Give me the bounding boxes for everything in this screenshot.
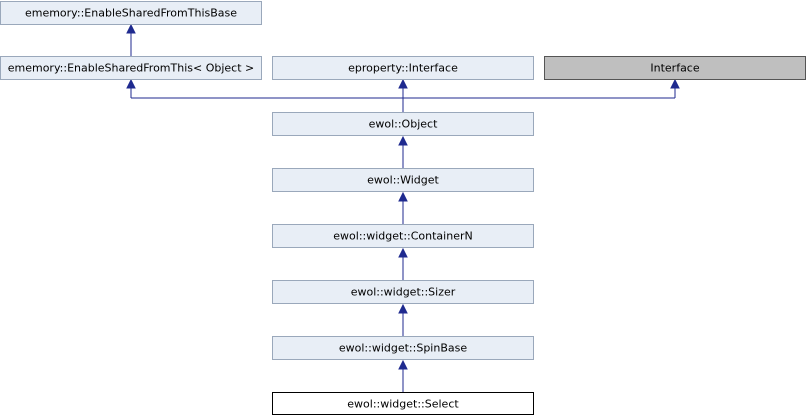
node-enable-shared-from-this-base[interactable]: ememory::EnableSharedFromThisBase: [0, 1, 262, 25]
node-spin-base[interactable]: ewol::widget::SpinBase: [272, 336, 534, 360]
node-container-n[interactable]: ewol::widget::ContainerN: [272, 224, 534, 248]
arrowhead-base: [126, 23, 136, 34]
arrowhead-enable-shared: [126, 78, 136, 89]
node-ewol-object[interactable]: ewol::Object: [272, 112, 534, 136]
node-enable-shared-from-this[interactable]: ememory::EnableSharedFromThis< Object >: [0, 56, 262, 80]
arrowhead-spinbase: [398, 359, 408, 370]
edges: [126, 23, 680, 392]
node-label: ewol::widget::Sizer: [351, 286, 456, 299]
node-eproperty-interface[interactable]: eproperty::Interface: [272, 56, 534, 80]
node-label: Interface: [650, 62, 699, 75]
node-label: eproperty::Interface: [348, 62, 458, 75]
node-label: ewol::widget::ContainerN: [333, 230, 472, 243]
node-label: ewol::Widget: [367, 174, 439, 187]
node-label: ewol::widget::Select: [347, 398, 459, 411]
node-label: ememory::EnableSharedFromThisBase: [25, 7, 237, 20]
arrowhead-widget: [398, 191, 408, 202]
arrowhead-containern: [398, 247, 408, 258]
node-label: ewol::widget::SpinBase: [339, 342, 467, 355]
arrowhead-eproperty-interface: [398, 78, 408, 89]
node-select: ewol::widget::Select: [272, 392, 534, 415]
node-interface: Interface: [544, 56, 806, 80]
node-label: ewol::Object: [369, 118, 438, 131]
node-label: ememory::EnableSharedFromThis< Object >: [8, 62, 255, 75]
node-ewol-widget[interactable]: ewol::Widget: [272, 168, 534, 192]
arrowhead-sizer: [398, 303, 408, 314]
arrowhead-object: [398, 135, 408, 146]
node-sizer[interactable]: ewol::widget::Sizer: [272, 280, 534, 304]
arrowhead-interface: [670, 78, 680, 89]
